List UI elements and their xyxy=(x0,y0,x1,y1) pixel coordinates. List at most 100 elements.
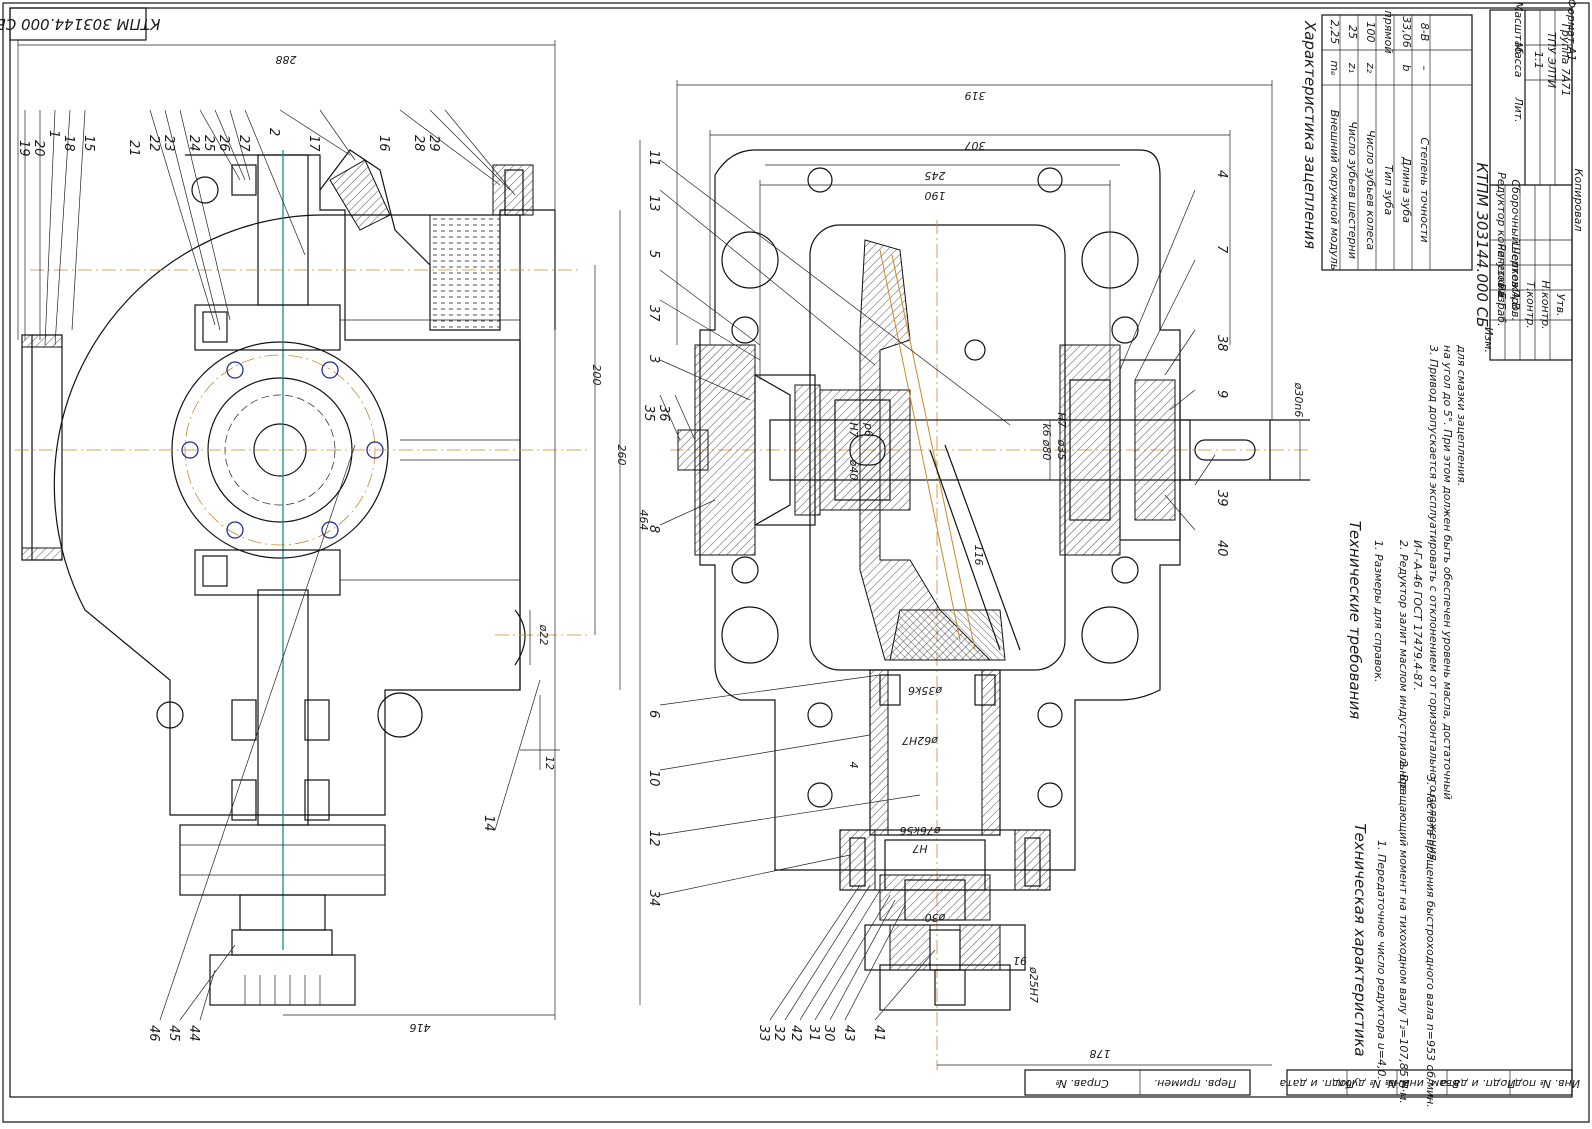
svg-text:z₂: z₂ xyxy=(1364,62,1377,74)
svg-text:ø40: ø40 xyxy=(847,459,860,481)
pos-8: 8 xyxy=(646,525,661,533)
pos-13: 13 xyxy=(646,195,661,212)
svg-text:Взам. инв. №: Взам. инв. № xyxy=(1385,1077,1460,1090)
pos-14: 14 xyxy=(481,815,496,832)
pos-29: 29 xyxy=(426,135,441,152)
top-code-stamp: КТПМ 303144.000 СБ xyxy=(0,7,161,41)
svg-text:Длина зуба: Длина зуба xyxy=(1400,156,1413,223)
pos-23: 23 xyxy=(161,135,176,152)
svg-text:ø22: ø22 xyxy=(537,624,550,646)
pos-3: 3 xyxy=(646,355,661,363)
svg-text:Лит.: Лит. xyxy=(1512,96,1525,122)
svg-text:Инв. № дубл.: Инв. № дубл. xyxy=(1334,1077,1409,1090)
svg-text:Технические требования: Технические требования xyxy=(1346,521,1364,720)
svg-text:ø30n6: ø30n6 xyxy=(1292,382,1305,418)
svg-text:H7: H7 xyxy=(1055,412,1068,427)
pos-24: 24 xyxy=(186,135,201,152)
pos-37: 37 xyxy=(646,305,661,322)
pos-33: 33 xyxy=(756,1025,771,1042)
svg-text:3. Привод допускается эксплуат: 3. Привод допускается эксплуатировать с … xyxy=(1427,345,1440,861)
svg-text:Н.контр.: Н.контр. xyxy=(1539,280,1552,329)
svg-text:Техническая характеристика: Техническая характеристика xyxy=(1351,823,1369,1056)
svg-text:91: 91 xyxy=(1013,954,1027,967)
pos-32: 32 xyxy=(771,1025,786,1042)
pos-21: 21 xyxy=(126,140,141,157)
svg-text:319: 319 xyxy=(965,89,986,102)
stamp-code-text: КТПМ 303144.000 СБ xyxy=(0,15,161,33)
pos-42: 42 xyxy=(788,1025,803,1042)
pos-41: 41 xyxy=(871,1025,886,1042)
pos-45: 45 xyxy=(166,1025,181,1042)
svg-text:ø35: ø35 xyxy=(1055,439,1068,461)
pos-19: 19 xyxy=(16,140,31,157)
svg-text:Шелков А.В.: Шелков А.В. xyxy=(1509,243,1522,314)
svg-text:H7: H7 xyxy=(847,422,860,437)
pos-7: 7 xyxy=(1214,245,1229,254)
engagement-title: Характеристика зацепления xyxy=(1301,20,1319,249)
svg-text:Регузов Е.Г.: Регузов Е.Г. xyxy=(1495,244,1508,312)
svg-text:Число зубьев шестерни: Число зубьев шестерни xyxy=(1346,121,1359,259)
title-block: КТПМ 303144.000 СБ Редуктор конический С… xyxy=(1473,0,1585,361)
svg-text:ø76k56: ø76k56 xyxy=(899,824,941,837)
svg-text:416: 416 xyxy=(410,1021,431,1034)
svg-text:190: 190 xyxy=(925,189,946,202)
svg-text:ø25H7: ø25H7 xyxy=(1027,966,1040,1003)
pos-40: 40 xyxy=(1214,540,1229,557)
pos-34: 34 xyxy=(646,890,661,907)
svg-text:Разраб.: Разраб. xyxy=(1495,283,1508,326)
svg-text:H7: H7 xyxy=(912,842,927,855)
pos-1: 1 xyxy=(46,130,61,138)
svg-text:Т.контр.: Т.контр. xyxy=(1524,281,1537,329)
leader-lines xyxy=(24,109,1216,1021)
svg-text:464: 464 xyxy=(637,510,650,531)
svg-text:Тип зуба: Тип зуба xyxy=(1382,165,1395,216)
pos-6: 6 xyxy=(646,710,661,718)
svg-text:100: 100 xyxy=(1364,22,1377,43)
svg-text:k6: k6 xyxy=(1040,423,1053,436)
svg-text:2. Редуктор залит маслом индус: 2. Редуктор залит маслом индустриальное xyxy=(1397,540,1410,791)
svg-text:116: 116 xyxy=(972,545,985,566)
svg-text:Подп. и дата: Подп. и дата xyxy=(1279,1077,1354,1090)
svg-text:288: 288 xyxy=(276,53,297,66)
svg-text:b: b xyxy=(1400,65,1413,72)
svg-text:3. Частота вращения быстроходн: 3. Частота вращения быстроходного вала n… xyxy=(1424,775,1437,1108)
svg-text:Перв. примен.: Перв. примен. xyxy=(1154,1077,1237,1090)
svg-text:Сборочный чертеж: Сборочный чертеж xyxy=(1509,179,1522,290)
pos-43: 43 xyxy=(841,1025,856,1042)
svg-text:307: 307 xyxy=(965,139,986,152)
inner-frame xyxy=(9,7,1573,1098)
svg-text:И-Г-А-46 ГОСТ 17479.4-87.: И-Г-А-46 ГОСТ 17479.4-87. xyxy=(1411,540,1424,691)
left-view-dims: 288 416 200 260 464 12 ø22 xyxy=(276,53,651,1034)
pos-17: 17 xyxy=(306,135,321,152)
svg-text:–: – xyxy=(1418,65,1431,71)
pos-26: 26 xyxy=(216,135,231,152)
left-view xyxy=(15,40,641,1020)
svg-text:на угол до 5°. При этом должен: на угол до 5°. При этом должен быть обес… xyxy=(1441,345,1454,800)
svg-text:200: 200 xyxy=(590,365,603,386)
svg-text:Изм.: Изм. xyxy=(1482,327,1495,353)
svg-text:Утв.: Утв. xyxy=(1554,293,1567,316)
pos-4: 4 xyxy=(1214,170,1229,178)
svg-text:ø80: ø80 xyxy=(1040,439,1053,461)
engagement-table: Характеристика зацепления Внешний окружн… xyxy=(1301,11,1473,271)
pos-15: 15 xyxy=(81,135,96,152)
svg-text:Формат А1: Формат А1 xyxy=(1565,0,1578,61)
svg-text:для смазки зацепления.: для смазки зацепления. xyxy=(1455,344,1468,486)
svg-text:Подп. и дата: Подп. и дата xyxy=(1440,1077,1515,1090)
svg-text:Инв. № подл.: Инв. № подл. xyxy=(1504,1077,1580,1090)
svg-text:ø62H7: ø62H7 xyxy=(902,734,939,747)
pos-38: 38 xyxy=(1214,335,1229,352)
svg-text:p6: p6 xyxy=(862,422,875,437)
svg-text:Масштаб: Масштаб xyxy=(1512,2,1525,54)
svg-text:245: 245 xyxy=(925,169,946,182)
pos-22: 22 xyxy=(146,135,161,152)
pos-35: 35 xyxy=(641,405,656,422)
pos-9: 9 xyxy=(1214,390,1229,398)
pos-46: 46 xyxy=(146,1025,161,1042)
pos-5: 5 xyxy=(646,250,661,258)
svg-text:Редуктор конический: Редуктор конический xyxy=(1495,172,1508,298)
svg-text:Внешний окружной модуль: Внешний окружной модуль xyxy=(1328,110,1341,271)
svg-text:2. Вращающий момент на тихоход: 2. Вращающий момент на тихоходном валу T… xyxy=(1397,760,1410,1104)
